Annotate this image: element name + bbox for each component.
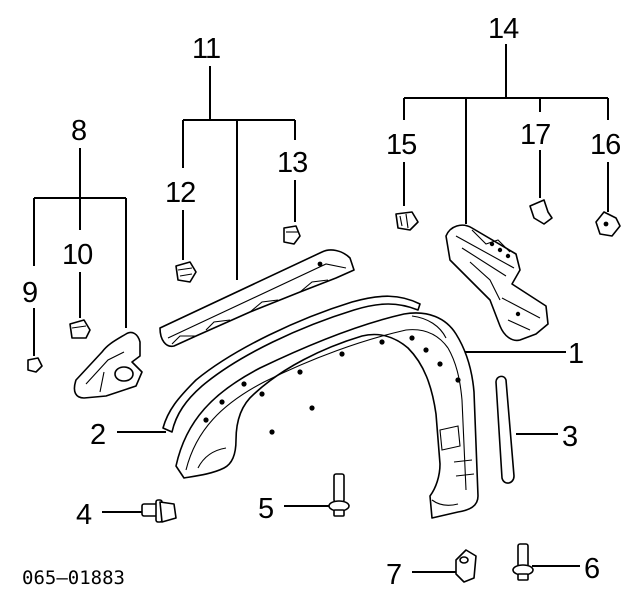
callout-8: 8 bbox=[71, 115, 86, 147]
callout-12: 12 bbox=[165, 177, 195, 209]
callout-3: 3 bbox=[562, 421, 577, 453]
callout-17: 17 bbox=[520, 119, 550, 151]
callout-1: 1 bbox=[568, 338, 583, 370]
callout-4: 4 bbox=[76, 499, 92, 531]
callout-11: 11 bbox=[192, 33, 220, 65]
callout-9: 9 bbox=[22, 277, 37, 309]
clip-10 bbox=[69, 319, 91, 339]
clip-15 bbox=[395, 211, 419, 231]
screw-6 bbox=[512, 543, 534, 581]
callout-labels: 1 2 3 4 5 6 7 8 9 10 11 12 13 14 15 16 1… bbox=[22, 13, 621, 591]
callout-10: 10 bbox=[62, 239, 92, 271]
clip-13 bbox=[283, 225, 301, 245]
splash-shield bbox=[445, 224, 549, 342]
callout-16: 16 bbox=[590, 129, 620, 161]
clip-9 bbox=[27, 357, 43, 373]
front-fender bbox=[175, 312, 479, 519]
weatherstrip-seal bbox=[495, 375, 515, 484]
clip-7 bbox=[455, 549, 477, 583]
screw-5 bbox=[328, 473, 350, 517]
callout-15: 15 bbox=[386, 129, 416, 161]
fender-liner-strip bbox=[162, 295, 421, 433]
fender-rail-shield bbox=[159, 249, 355, 348]
callout-13: 13 bbox=[277, 147, 307, 179]
callout-5: 5 bbox=[258, 493, 273, 525]
leader-lines bbox=[33, 44, 609, 573]
callout-7: 7 bbox=[386, 559, 401, 591]
clip-16 bbox=[595, 211, 621, 237]
bolt-4 bbox=[141, 499, 177, 523]
callout-14: 14 bbox=[488, 13, 519, 45]
clip-17 bbox=[529, 199, 553, 225]
reference-code: 065—01883 bbox=[22, 567, 125, 589]
clip-12 bbox=[175, 261, 197, 283]
callout-2: 2 bbox=[90, 419, 105, 451]
mounting-bracket bbox=[73, 331, 143, 399]
callout-6: 6 bbox=[584, 553, 599, 585]
